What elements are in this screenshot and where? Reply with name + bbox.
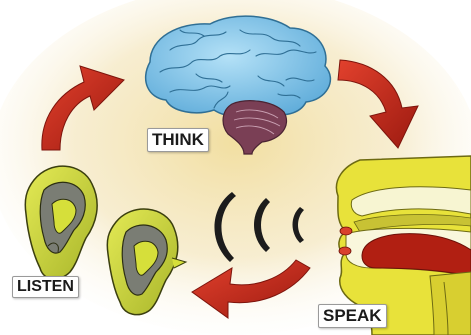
- listen-label: LISTEN: [12, 276, 79, 298]
- speak-label: SPEAK: [318, 304, 387, 328]
- think-label: THINK: [147, 128, 209, 152]
